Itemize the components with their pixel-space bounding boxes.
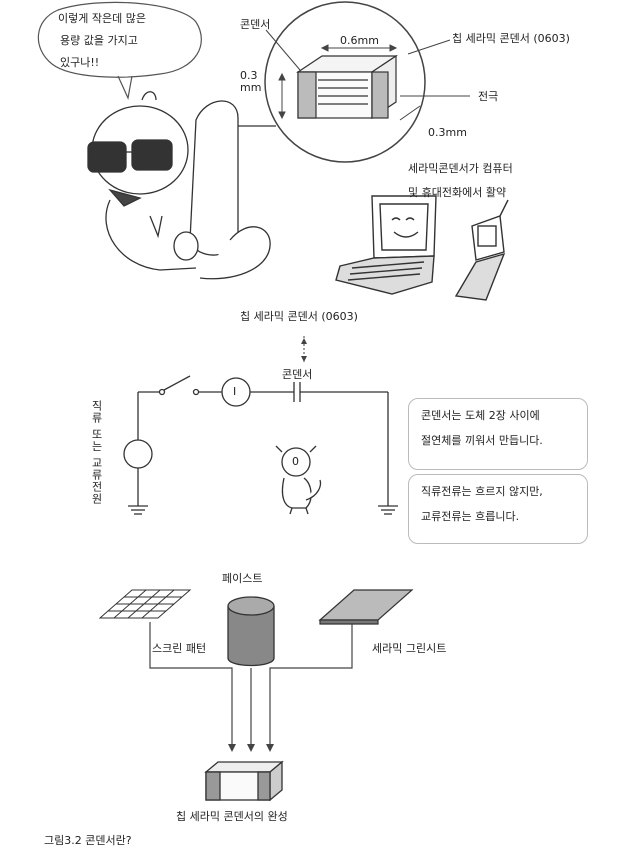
info-box-structure-line-1: 콘덴서는 도체 2장 사이에	[421, 403, 575, 428]
screen-pattern-label: 스크린 패턴	[152, 640, 206, 658]
paste-jar-drawing	[228, 597, 274, 666]
green-sheet-drawing	[320, 590, 412, 624]
info-box-current-line-1: 직류전류는 흐르지 않지만,	[421, 479, 575, 504]
speech-line-3: 있구나!!	[60, 54, 99, 72]
info-box-current-line-2: 교류전류는 흐릅니다.	[421, 504, 575, 529]
capacitor-label: 콘덴서	[240, 16, 270, 34]
info-box-structure-line-2: 절연체를 끼워서 만듭니다.	[421, 428, 575, 453]
screen-pattern-drawing	[100, 590, 190, 618]
electrode-label: 전극	[478, 88, 498, 106]
circuit-diagram	[124, 376, 398, 514]
finished-chip-drawing	[206, 762, 282, 800]
chip-label: 칩 세라믹 콘덴서 (0603)	[452, 30, 570, 48]
speech-bubble: 이렇게 작은데 많은 용량 값을 가지고 있구나!!	[44, 6, 194, 74]
cat-meter-symbol: 0	[292, 453, 299, 471]
paste-label: 페이스트	[222, 570, 262, 588]
info-box-structure: 콘덴서는 도체 2장 사이에 절연체를 끼워서 만듭니다.	[408, 398, 588, 470]
usage-note-line-1: 세라믹콘덴서가 컴퓨터	[408, 160, 513, 178]
laptop-illustration	[336, 196, 436, 294]
finger-illustration	[174, 101, 270, 279]
chip-magnified-drawing	[298, 56, 396, 118]
result-label: 칩 세라믹 콘덴서의 완성	[176, 808, 288, 826]
circuit-capacitor-label: 콘덴서	[282, 366, 312, 384]
green-sheet-label: 세라믹 그린시트	[372, 640, 446, 658]
chip-caption: 칩 세라믹 콘덴서 (0603)	[240, 308, 358, 326]
dimension-height: 0.3 mm	[240, 70, 261, 94]
power-source-label: 직류 또는 교류전원	[88, 400, 104, 505]
speech-line-2: 용량 값을 가지고	[60, 32, 138, 50]
dimension-length: 0.6mm	[340, 32, 379, 50]
dimension-width: 0.3mm	[428, 124, 467, 142]
speech-line-1: 이렇게 작은데 많은	[58, 10, 146, 28]
figure-caption: 그림3.2 콘덴서란?	[44, 832, 132, 850]
usage-note-line-2: 및 휴대전화에서 활약	[408, 184, 506, 202]
meter-symbol: I	[233, 383, 236, 401]
info-box-current: 직류전류는 흐르지 않지만, 교류전류는 흐릅니다.	[408, 474, 588, 544]
phone-illustration	[456, 200, 508, 300]
